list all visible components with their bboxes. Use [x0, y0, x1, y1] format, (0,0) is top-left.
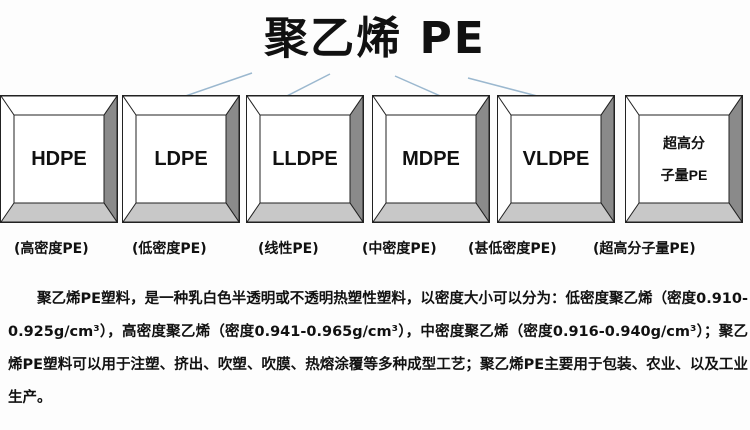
box-label: HDPE — [31, 147, 87, 170]
bevel-frame — [122, 95, 240, 223]
arrow-to-hdpe — [171, 72, 253, 100]
box-lldpe: LLDPE — [246, 95, 364, 223]
bevel-frame — [625, 95, 743, 223]
box-ldpe: LDPE — [122, 95, 240, 223]
caption-lldpe: (线性PE) — [258, 241, 319, 257]
caption-vldpe: (甚低密度PE) — [468, 241, 557, 257]
box-label: LDPE — [154, 147, 208, 170]
arrow-to-ldpe — [277, 73, 331, 100]
caption-mdpe: (中密度PE) — [362, 241, 437, 257]
caption-hdpe: (高密度PE) — [14, 241, 89, 257]
caption-uhmwpe: (超高分子量PE) — [593, 241, 696, 257]
box-uhmwpe: 超高分子量PE — [625, 95, 743, 223]
box-label: VLDPE — [522, 147, 590, 170]
bevel-frame — [246, 95, 364, 223]
bevel-frame — [497, 95, 615, 223]
box-label: LLDPE — [272, 147, 338, 170]
diagram-title: 聚乙烯 PE — [264, 13, 486, 64]
arrows — [171, 72, 556, 100]
bevel-frame — [372, 95, 490, 223]
bevel-frame — [0, 95, 118, 223]
box-label: MDPE — [402, 147, 460, 170]
arrow-to-uhmwpe — [467, 77, 556, 100]
box-label-line1: 超高分 — [663, 135, 705, 151]
box-mdpe: MDPE — [372, 95, 490, 223]
box-vldpe: VLDPE — [497, 95, 615, 223]
description-paragraph: 聚乙烯PE塑料，是一种乳白色半透明或不透明热塑性塑料，以密度大小可以分为：低密度… — [8, 291, 748, 406]
box-hdpe: HDPE — [0, 95, 118, 223]
box-label-line2: 子量PE — [660, 167, 708, 183]
arrow-to-vldpe — [394, 75, 452, 100]
box-label: 超高分子量PE — [639, 115, 729, 203]
caption-ldpe: (低密度PE) — [132, 241, 207, 257]
